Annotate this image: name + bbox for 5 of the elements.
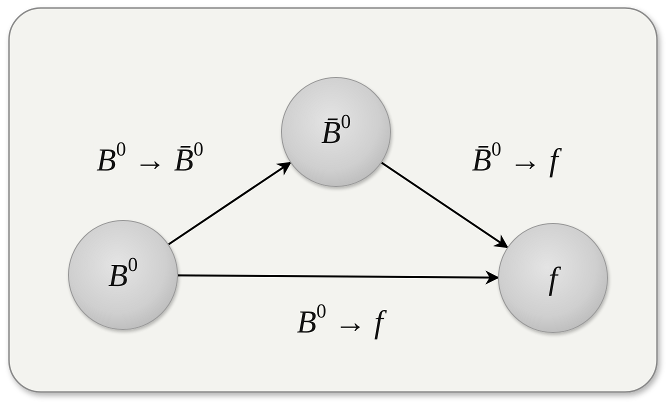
arrow (168, 162, 292, 246)
arrow (178, 270, 500, 285)
state-label: B̄$^{0}$ (321, 116, 351, 148)
state-label: B$^{0}$ (108, 259, 138, 291)
arrow (381, 162, 509, 248)
